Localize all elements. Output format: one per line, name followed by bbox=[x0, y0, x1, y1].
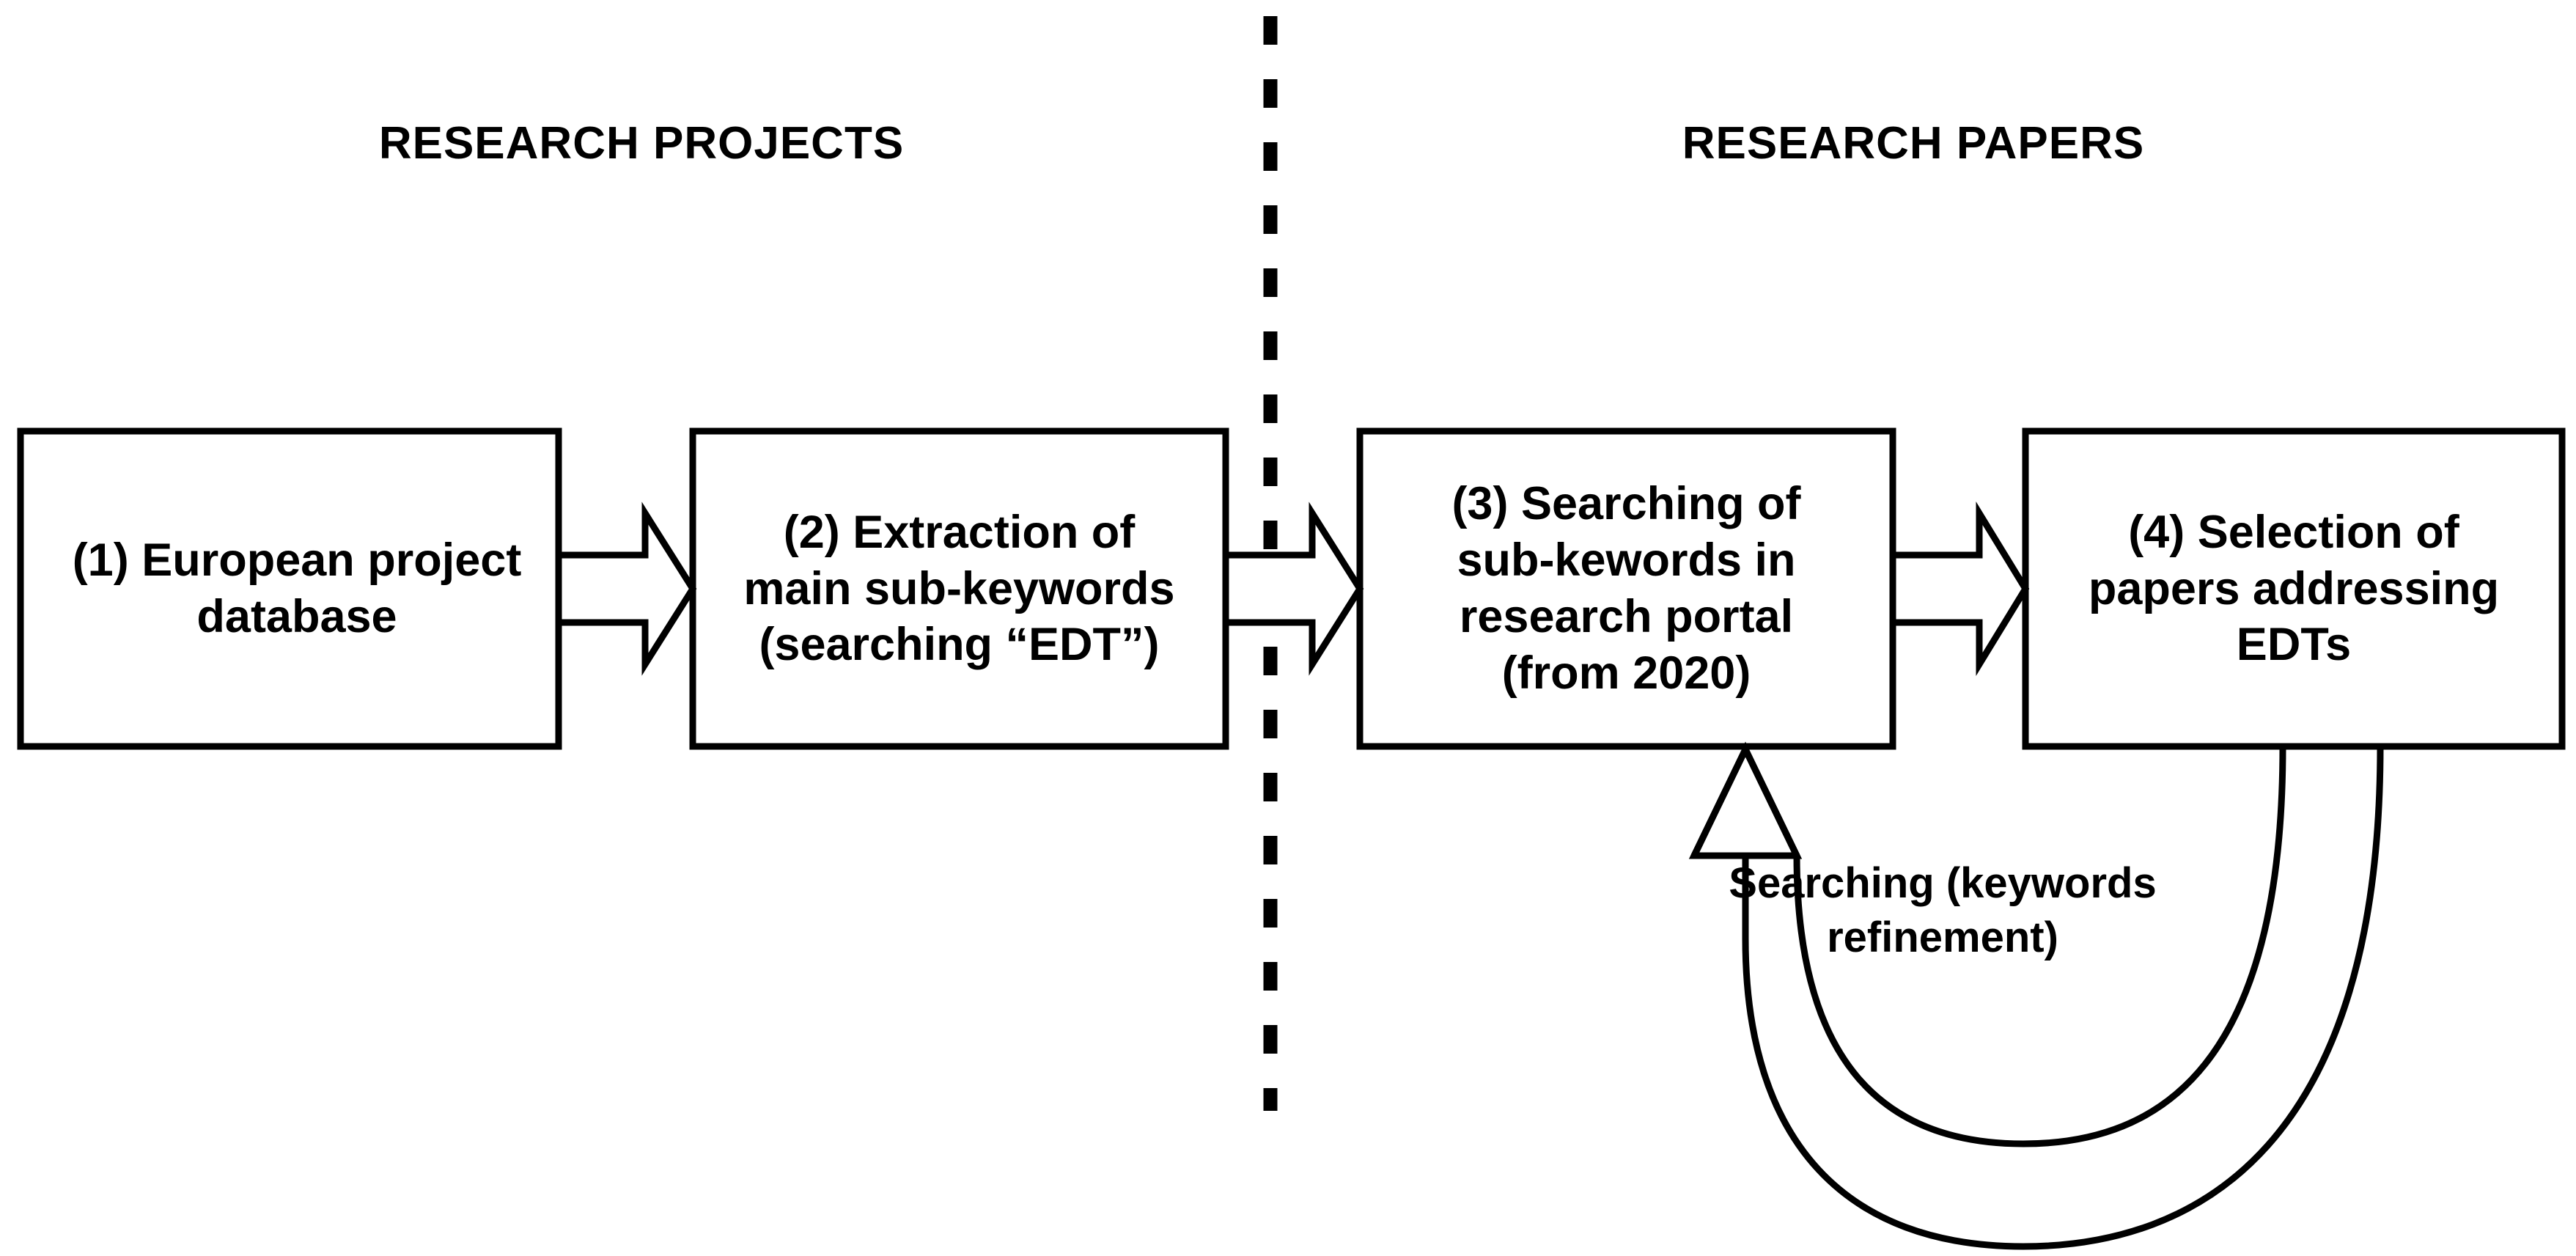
feedback-arrowhead bbox=[1690, 741, 1800, 857]
section-header-research-papers: RESEARCH PAPERS bbox=[1682, 118, 2145, 169]
block-arrow-box1-to-box2 bbox=[555, 502, 697, 676]
process-box-2[interactable] bbox=[689, 427, 1229, 750]
section-header-research-projects: RESEARCH PROJECTS bbox=[378, 118, 905, 169]
process-box-1[interactable] bbox=[17, 427, 562, 750]
block-arrow-box2-to-box3 bbox=[1222, 502, 1364, 676]
process-box-3[interactable] bbox=[1356, 427, 1896, 750]
block-arrow-box3-to-box4 bbox=[1889, 502, 2030, 676]
process-box-4[interactable] bbox=[2022, 427, 2566, 750]
feedback-loop-block-arrow bbox=[1688, 741, 2384, 1250]
